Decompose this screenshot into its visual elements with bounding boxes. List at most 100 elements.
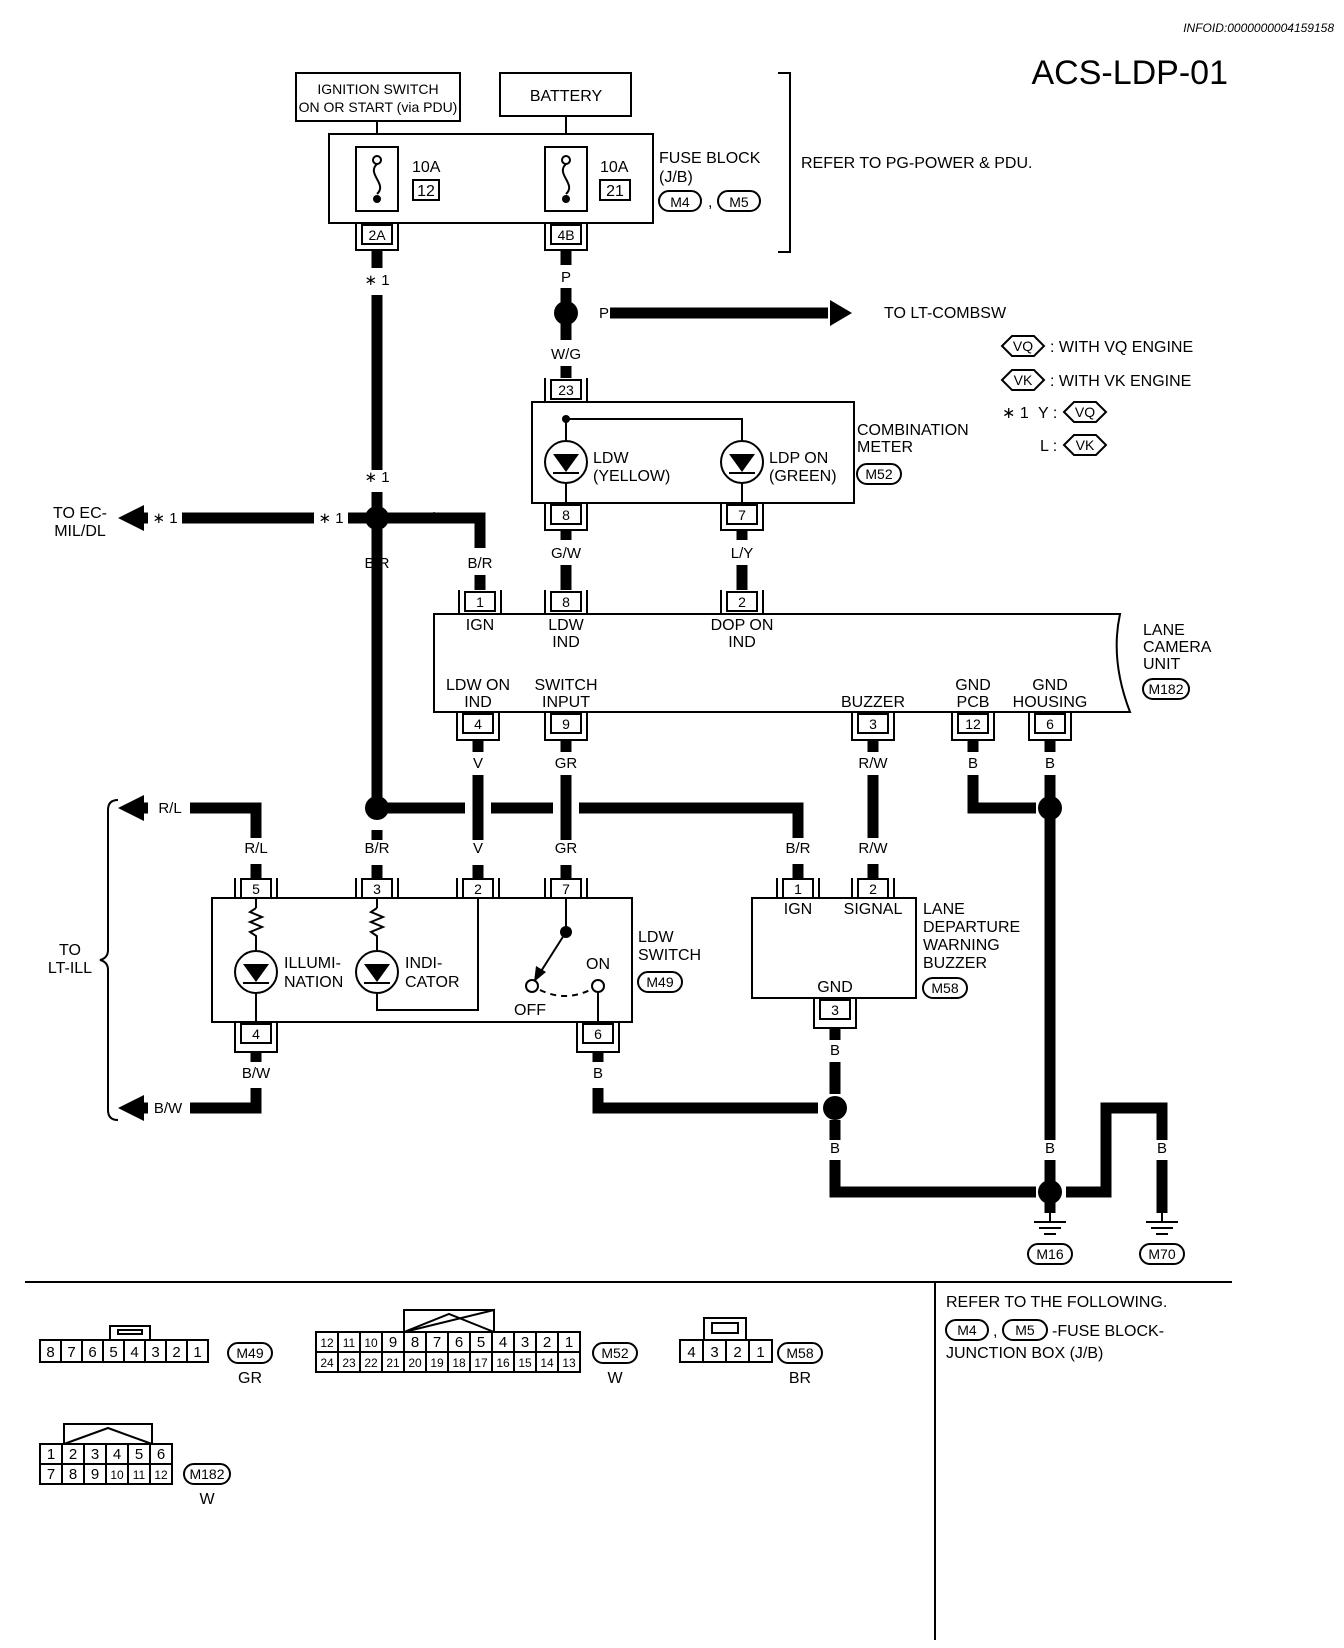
svg-text:LANE: LANE [1143, 622, 1185, 639]
svg-text:IGN: IGN [466, 617, 494, 634]
svg-text:8: 8 [562, 594, 570, 610]
svg-text:6: 6 [594, 1026, 602, 1042]
connector-pin-label: 3 [710, 1344, 718, 1361]
lane-camera-unit: LANE CAMERA UNIT M182 1 IGN 8 LDW IND 2 … [433, 590, 1212, 741]
svg-text:∗ 1: ∗ 1 [152, 510, 177, 527]
svg-text:7: 7 [738, 507, 746, 523]
connector-pin-label: 6 [88, 1344, 96, 1361]
svg-text:BR: BR [789, 1370, 811, 1387]
svg-text:LDW: LDW [593, 450, 629, 467]
combination-meter: 23 LDW (YELLOW) LDP ON (GREEN) 8 7 COMBI… [531, 378, 969, 531]
svg-text:1: 1 [794, 881, 802, 897]
svg-text:SIGNAL: SIGNAL [844, 901, 903, 918]
refer-pg-text: REFER TO PG-POWER & PDU. [801, 155, 1032, 172]
svg-text:B/R: B/R [364, 840, 389, 857]
svg-text:UNIT: UNIT [1143, 656, 1181, 673]
svg-text:B/R: B/R [467, 555, 492, 572]
connector-pin-label: 19 [430, 1356, 444, 1370]
svg-text:2: 2 [869, 881, 877, 897]
svg-text:L/Y: L/Y [731, 545, 754, 562]
connector-pin-label: 2 [172, 1344, 180, 1361]
svg-text:B: B [1045, 755, 1055, 772]
svg-text:R/W: R/W [858, 755, 888, 772]
to-lt-ill-label: TO [59, 942, 81, 959]
svg-text:IGN: IGN [784, 901, 812, 918]
info-id: INFOID:0000000004159158 [1183, 21, 1334, 35]
connector-pin-label: 5 [109, 1344, 117, 1361]
svg-text:M5: M5 [1015, 1322, 1035, 1338]
svg-text:M58: M58 [931, 980, 958, 996]
svg-text:HOUSING: HOUSING [1013, 694, 1088, 711]
junction-dots [365, 301, 1062, 1204]
to-lt-combsw-label: TO LT-COMBSW [884, 305, 1007, 322]
engine-legend: VQ : WITH VQ ENGINE VK : WITH VK ENGINE … [1000, 335, 1193, 456]
connector-pin-label: 8 [46, 1344, 54, 1361]
svg-text:GR: GR [238, 1370, 262, 1387]
svg-text:LDW ON: LDW ON [446, 677, 510, 694]
svg-text:SWITCH: SWITCH [534, 677, 597, 694]
connector-pin-label: 20 [408, 1356, 422, 1370]
connector-pin-label: 2 [69, 1446, 77, 1463]
svg-text:M182: M182 [189, 1466, 224, 1482]
connector-pin-label: 1 [47, 1446, 55, 1463]
connector-pin-label: 10 [110, 1468, 124, 1482]
ignition-switch-label: IGNITION SWITCH [317, 81, 438, 97]
fuse-21-amps: 10A [600, 159, 629, 176]
connector-m5-tag: M5 [729, 194, 749, 210]
connector-pin-label: 9 [91, 1466, 99, 1483]
connector-pin-label: 18 [452, 1356, 466, 1370]
svg-text:B/R: B/R [785, 840, 810, 857]
svg-text:Y :: Y : [1038, 405, 1057, 422]
svg-text:B: B [1045, 1140, 1055, 1157]
svg-text:LDP ON: LDP ON [769, 450, 828, 467]
battery-label: BATTERY [530, 88, 603, 105]
connector-pin-label: 3 [521, 1334, 529, 1351]
svg-text:3: 3 [831, 1002, 839, 1018]
lt-ill-bracket [99, 799, 119, 1121]
svg-text:M49: M49 [236, 1345, 263, 1361]
svg-text:B/R: B/R [420, 510, 445, 527]
terminal-4b: 4B [544, 223, 588, 251]
fuse-12-amps: 10A [412, 159, 441, 176]
connector-pin-label: 1 [193, 1344, 201, 1361]
svg-text:R/L: R/L [244, 840, 267, 857]
svg-text:METER: METER [857, 439, 913, 456]
connector-pin-label: 4 [687, 1344, 695, 1361]
fuse-block-sep: , [708, 194, 712, 211]
svg-text:4B: 4B [557, 227, 574, 243]
svg-text:B: B [968, 755, 978, 772]
svg-text:VK: VK [1076, 437, 1095, 453]
svg-text:M49: M49 [646, 974, 673, 990]
svg-text:M58: M58 [786, 1345, 813, 1361]
svg-text:R/L: R/L [158, 800, 181, 817]
svg-text:M182: M182 [1148, 681, 1183, 697]
refer-bracket [778, 72, 791, 253]
svg-text:B/W: B/W [242, 1065, 271, 1082]
svg-text:W/G: W/G [551, 346, 581, 363]
svg-text:VK: VK [1014, 372, 1033, 388]
lane-departure-warning-buzzer: 1 2 IGN SIGNAL GND 3 LANE DEPARTURE WARN… [751, 878, 1020, 1029]
svg-text:∗ 1: ∗ 1 [318, 510, 343, 527]
connector-pin-label: 3 [91, 1446, 99, 1463]
svg-text:M16: M16 [1036, 1246, 1063, 1262]
connector-pin-label: 17 [474, 1356, 488, 1370]
svg-text:IND: IND [464, 694, 492, 711]
svg-text:B: B [830, 1140, 840, 1157]
to-ec-label: TO EC- [53, 505, 107, 522]
svg-text:LDW: LDW [548, 617, 584, 634]
svg-text:B: B [1101, 1140, 1111, 1157]
svg-text:2: 2 [474, 881, 482, 897]
svg-text:4: 4 [474, 716, 482, 732]
svg-text:2A: 2A [368, 227, 386, 243]
svg-text:BUZZER: BUZZER [923, 955, 987, 972]
connector-pin-label: 21 [386, 1356, 400, 1370]
svg-text:DEPARTURE: DEPARTURE [923, 919, 1020, 936]
svg-text:INPUT: INPUT [542, 694, 590, 711]
connector-pin-label: 4 [499, 1334, 507, 1351]
fuse-block [328, 133, 654, 224]
svg-text:WARNING: WARNING [923, 937, 1000, 954]
svg-text:INDI-: INDI- [405, 955, 442, 972]
